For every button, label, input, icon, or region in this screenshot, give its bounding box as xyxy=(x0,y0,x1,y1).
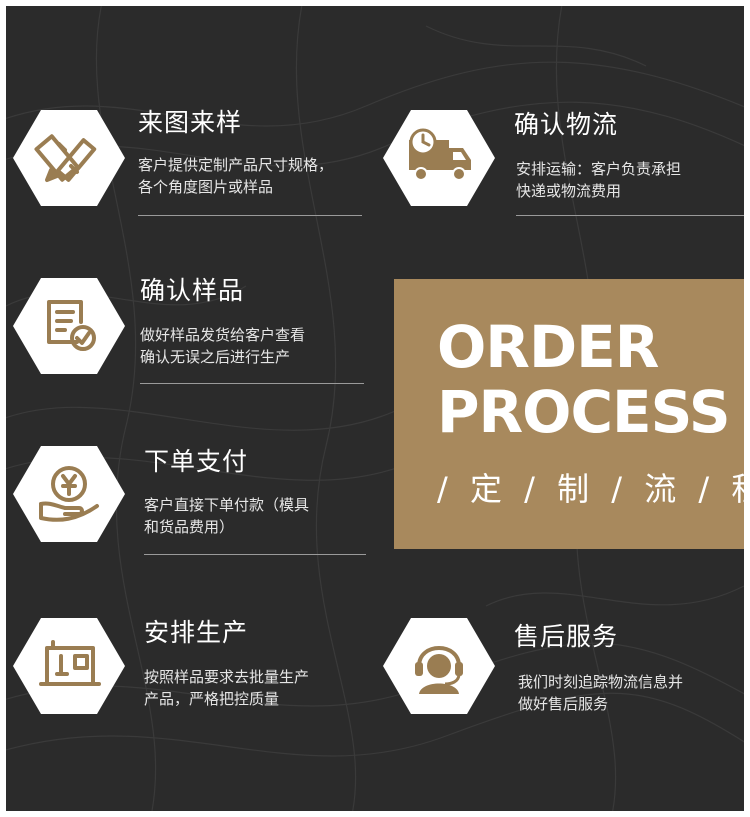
step-title-3: 确认样品 xyxy=(140,276,245,305)
step-desc-5a: 按照样品要求去批量生产 xyxy=(144,668,310,686)
step-hexagon-1 xyxy=(13,110,125,206)
step-desc-2a: 安排运输：客户负责承担 xyxy=(516,160,682,178)
step-desc-1b: 各个角度图片或样品 xyxy=(138,178,274,196)
pencil-ruler-icon xyxy=(34,134,97,182)
step-divider-4 xyxy=(144,554,366,555)
step-hexagon-4 xyxy=(13,446,125,542)
step-desc-4b: 和货品费用） xyxy=(144,518,235,536)
step-title-6: 售后服务 xyxy=(514,622,619,651)
step-title-4: 下单支付 xyxy=(144,447,249,476)
step-divider-2 xyxy=(516,215,744,216)
step-desc-5b: 产品，严格把控质量 xyxy=(144,690,280,708)
step-desc-4a: 客户直接下单付款（模具 xyxy=(144,496,310,514)
step-hexagon-2 xyxy=(383,110,495,206)
step-hexagon-6 xyxy=(383,618,495,714)
step-desc-3b: 确认无误之后进行生产 xyxy=(140,348,291,366)
sewing-machine-icon xyxy=(39,640,101,686)
step-divider-3 xyxy=(140,383,364,384)
step-title-2: 确认物流 xyxy=(514,110,619,139)
step-title-1: 来图来样 xyxy=(138,108,243,137)
step-desc-2b: 快递或物流费用 xyxy=(516,182,622,200)
step-desc-3a: 做好样品发货给客户查看 xyxy=(140,326,306,344)
order-process-panel: ORDER PROCESS / 定 / 制 / 流 / 程 / xyxy=(394,279,744,549)
headset-support-icon xyxy=(415,646,463,694)
yen-coin-hand-icon xyxy=(39,466,99,522)
step-desc-1a: 客户提供定制产品尺寸规格， xyxy=(138,156,334,174)
panel-heading-line-2: PROCESS xyxy=(437,378,731,446)
step-title-5: 安排生产 xyxy=(144,618,249,647)
step-desc-6b: 做好售后服务 xyxy=(518,695,609,713)
step-desc-6a: 我们时刻追踪物流信息并 xyxy=(518,673,684,691)
document-check-icon xyxy=(47,300,96,351)
panel-heading-line-1: ORDER xyxy=(437,313,659,381)
step-hexagon-3 xyxy=(13,278,125,374)
order-process-graphic: 来图来样 客户提供定制产品尺寸规格， 各个角度图片或样品 确认物流 安排运输：客… xyxy=(6,6,744,811)
step-divider-1 xyxy=(138,215,362,216)
step-hexagon-5 xyxy=(13,618,125,714)
delivery-truck-icon xyxy=(409,128,471,181)
panel-subtitle: / 定 / 制 / 流 / 程 / xyxy=(437,470,744,508)
